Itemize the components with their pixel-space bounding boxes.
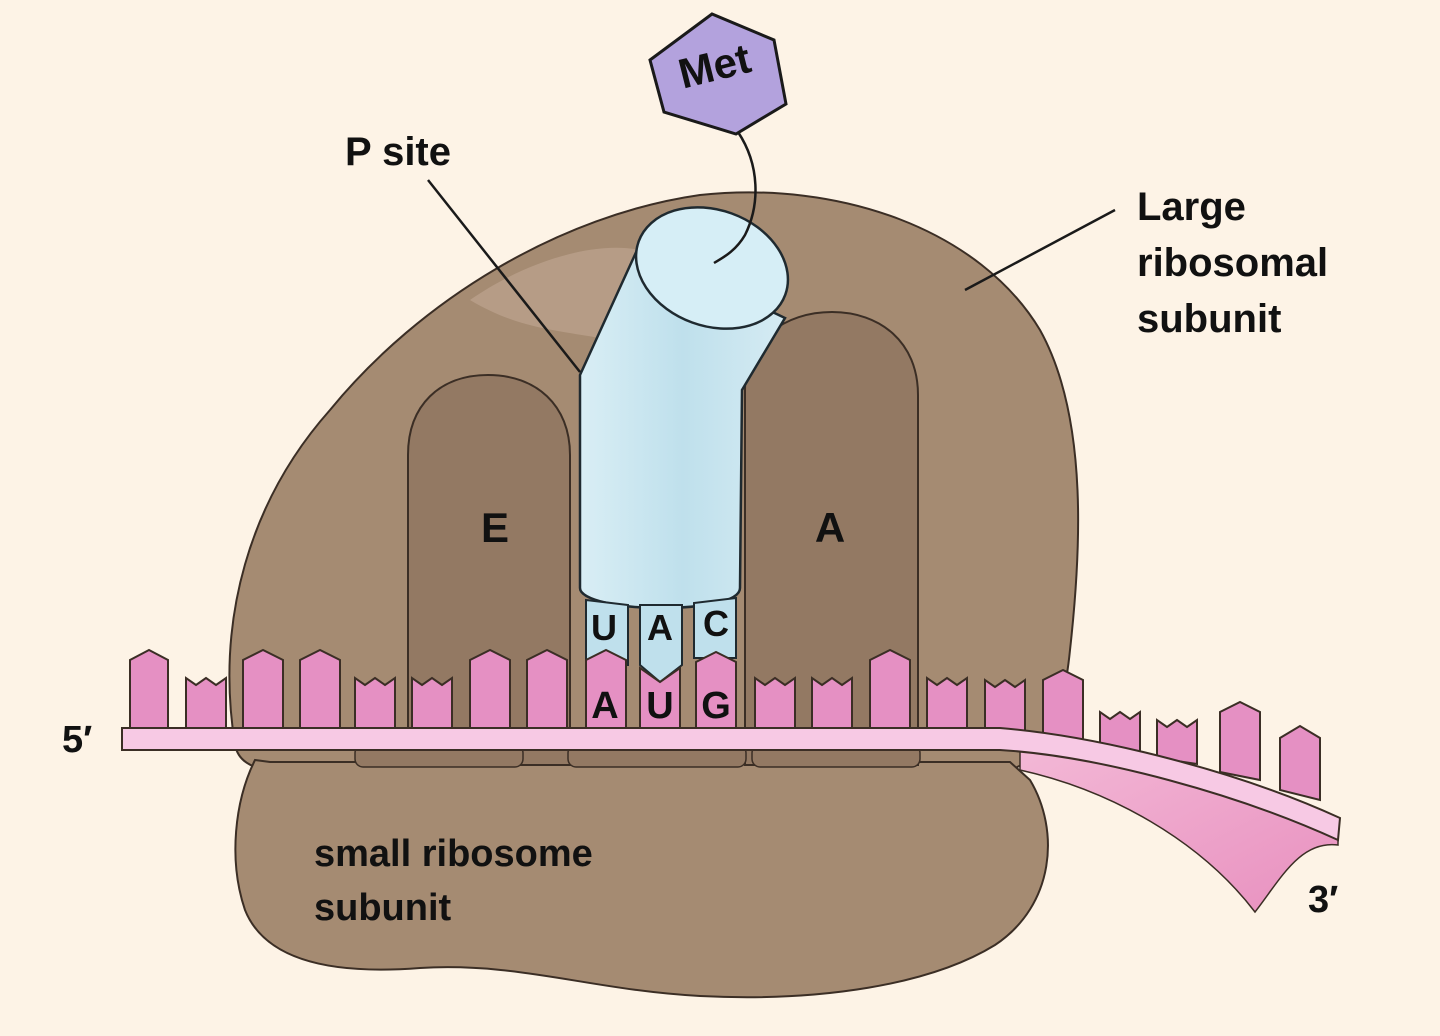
anticodon-base-1: U <box>591 607 617 648</box>
mrna-base <box>411 676 453 731</box>
p-site-pointer <box>427 179 581 373</box>
mrna-base <box>984 678 1026 736</box>
mrna-base <box>129 648 169 731</box>
mrna-base <box>1219 700 1261 782</box>
mrna-base <box>1042 668 1084 744</box>
met-connector <box>713 131 757 265</box>
mrna-base <box>1099 710 1141 754</box>
anticodon-base-3: C <box>703 603 729 644</box>
met-hexagon <box>648 12 788 136</box>
mrna-base <box>299 648 341 731</box>
mrna-base <box>926 676 968 731</box>
mrna-backbone <box>121 727 1342 842</box>
mrna-base <box>1279 724 1321 802</box>
mrna-base <box>811 676 853 731</box>
mrna-base <box>526 648 568 731</box>
mrna-base <box>1156 718 1198 766</box>
a-site-label: A <box>815 504 845 551</box>
trna-top-end <box>634 206 790 330</box>
large-subunit-pointer <box>964 208 1116 292</box>
large-subunit-label-line-2: ribosomal <box>1137 241 1328 285</box>
mrna-base <box>354 676 396 731</box>
trna-anticodon-prong-3 <box>693 596 737 659</box>
small-ribosome-subunit <box>234 758 1049 999</box>
mrna-base <box>754 676 796 731</box>
mrna-base <box>869 648 911 731</box>
codon-base-1: A <box>591 685 618 727</box>
codon-base-2: U <box>646 685 673 727</box>
e-site-label: E <box>481 504 509 551</box>
p-site-label: P site <box>345 130 451 174</box>
small-subunit-label-line-2: subunit <box>314 887 452 929</box>
large-subunit-label-line-1: Large <box>1137 185 1246 229</box>
mrna-base <box>469 648 511 731</box>
mrna-base <box>185 676 227 731</box>
five-prime-label: 5′ <box>62 719 92 761</box>
small-subunit-label: small ribosome subunit <box>314 833 603 929</box>
codon-base-3: G <box>701 685 731 727</box>
large-subunit-highlight <box>470 247 640 340</box>
large-subunit-label: Large ribosomal subunit <box>1137 185 1339 341</box>
trna-anticodon-prong-1 <box>585 598 629 666</box>
small-subunit-label-line-1: small ribosome <box>314 833 593 875</box>
anticodon-base-2: A <box>647 607 673 648</box>
mrna-base <box>242 648 284 731</box>
large-subunit-label-line-3: subunit <box>1137 297 1281 341</box>
three-prime-label: 3′ <box>1308 879 1338 921</box>
